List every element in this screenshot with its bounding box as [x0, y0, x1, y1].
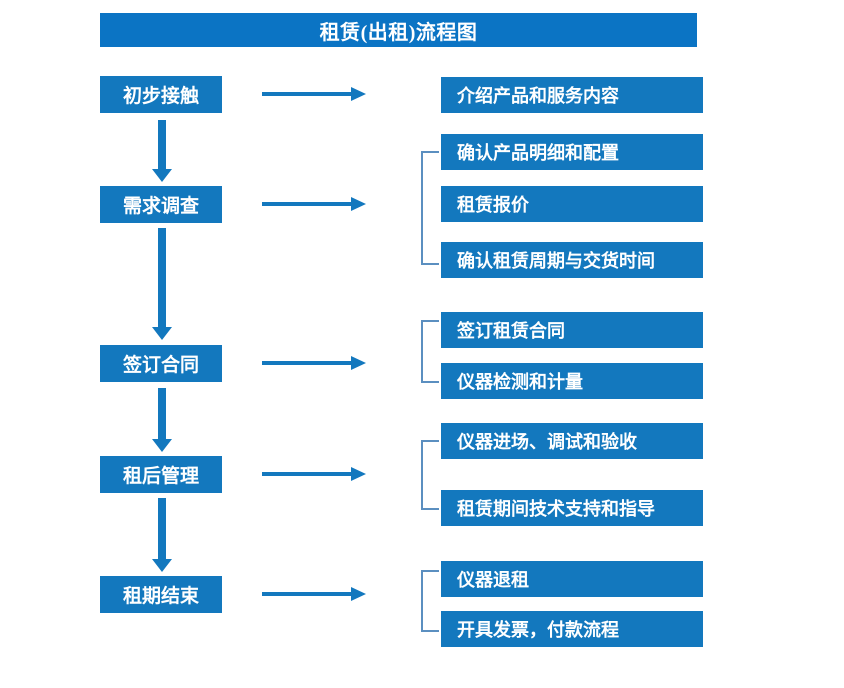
arrow-shaft	[262, 592, 352, 596]
arrow-head	[152, 439, 172, 452]
horizontal-arrow-2	[262, 197, 366, 211]
horizontal-arrow-1	[262, 87, 366, 101]
group-bracket-5	[421, 570, 439, 632]
stage-box-3[interactable]: 签订合同	[100, 345, 222, 382]
detail-box-8[interactable]: 租赁期间技术支持和指导	[441, 490, 703, 526]
stage-box-4[interactable]: 租后管理	[100, 456, 222, 493]
detail-box-9[interactable]: 仪器退租	[441, 561, 703, 597]
vertical-arrow-1	[152, 120, 172, 182]
vertical-arrow-3	[152, 388, 172, 452]
arrow-head	[351, 356, 366, 370]
arrow-shaft	[158, 388, 166, 439]
detail-box-5[interactable]: 签订租赁合同	[441, 312, 703, 348]
arrow-shaft	[158, 498, 166, 559]
horizontal-arrow-5	[262, 587, 366, 601]
stage-box-2[interactable]: 需求调查	[100, 186, 222, 223]
page-title: 租赁(出租)流程图	[100, 13, 697, 47]
horizontal-arrow-4	[262, 467, 366, 481]
arrow-shaft	[262, 361, 352, 365]
detail-box-3[interactable]: 租赁报价	[441, 186, 703, 222]
arrow-head	[351, 587, 366, 601]
group-bracket-2	[421, 151, 439, 265]
arrow-head	[152, 169, 172, 182]
arrow-shaft	[262, 202, 352, 206]
detail-box-7[interactable]: 仪器进场、调试和验收	[441, 423, 703, 459]
horizontal-arrow-3	[262, 356, 366, 370]
detail-box-10[interactable]: 开具发票，付款流程	[441, 611, 703, 647]
group-bracket-4	[421, 440, 439, 510]
arrow-shaft	[262, 92, 352, 96]
stage-box-5[interactable]: 租期结束	[100, 576, 222, 613]
arrow-shaft	[262, 472, 352, 476]
detail-box-1[interactable]: 介绍产品和服务内容	[441, 77, 703, 113]
arrow-head	[351, 467, 366, 481]
detail-box-4[interactable]: 确认租赁周期与交货时间	[441, 242, 703, 278]
arrow-shaft	[158, 120, 166, 169]
group-bracket-3	[421, 320, 439, 383]
detail-box-6[interactable]: 仪器检测和计量	[441, 363, 703, 399]
arrow-shaft	[158, 228, 166, 327]
vertical-arrow-4	[152, 498, 172, 572]
arrow-head	[351, 87, 366, 101]
arrow-head	[152, 559, 172, 572]
stage-box-1[interactable]: 初步接触	[100, 76, 222, 113]
arrow-head	[152, 327, 172, 340]
arrow-head	[351, 197, 366, 211]
detail-box-2[interactable]: 确认产品明细和配置	[441, 134, 703, 170]
vertical-arrow-2	[152, 228, 172, 340]
